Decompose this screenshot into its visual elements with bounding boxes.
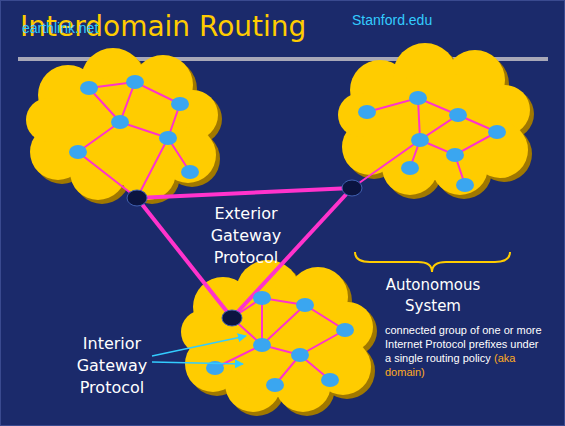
as-definition: connected group of one or more Internet … bbox=[385, 324, 542, 364]
igp-label: Interior Gateway Protocol bbox=[56, 333, 168, 399]
leader-arrows bbox=[152, 336, 246, 364]
cloud-stanford bbox=[338, 43, 534, 199]
domain-name: Stanford.edu bbox=[352, 12, 527, 28]
autonomous-system-cloud: Stanford.edu bbox=[352, 12, 527, 188]
domain-name: earthlink.net bbox=[22, 20, 217, 36]
exterior-links bbox=[137, 188, 352, 318]
autonomous-system-cloud: earthlink.net bbox=[22, 20, 217, 198]
bracket bbox=[355, 252, 510, 272]
cloud-earthlink bbox=[26, 48, 222, 204]
as-label: Autonomous System bbox=[372, 275, 494, 317]
exterior-link bbox=[137, 188, 352, 198]
border-routers bbox=[127, 180, 362, 326]
title-rule bbox=[18, 57, 548, 61]
definition-note: connected group of one or more Internet … bbox=[385, 323, 545, 379]
cloud-bottom bbox=[181, 260, 377, 416]
egp-label: Exterior Gateway Protocol bbox=[190, 203, 302, 269]
